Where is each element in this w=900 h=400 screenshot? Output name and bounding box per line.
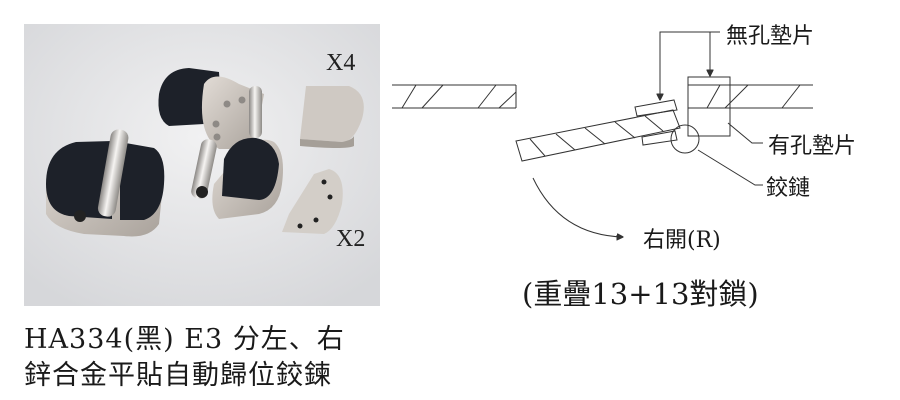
label-hole-pad: 有孔墊片: [768, 134, 857, 159]
product-description: 鋅合金平貼自動歸位鉸鍊: [24, 360, 332, 391]
overlap-note: (重疊13+13對鎖): [522, 277, 759, 311]
product-model: HA334(黑) E3 分左、右: [24, 324, 345, 355]
installation-diagram: [380, 0, 900, 320]
quantity-label-x4: X4: [326, 50, 356, 76]
hinge-double: [45, 129, 165, 237]
hinge-circle: [670, 124, 700, 154]
quantity-label-x2: X2: [336, 226, 366, 252]
product-photo: [24, 24, 380, 306]
label-open-direction: 右開(R): [643, 228, 721, 253]
left-panel: [392, 84, 517, 109]
door-panel: [515, 99, 681, 162]
label-hinge: 鉸鏈: [766, 176, 811, 201]
right-panel: [687, 76, 813, 137]
label-no-hole-pad: 無孔墊片: [726, 24, 815, 49]
